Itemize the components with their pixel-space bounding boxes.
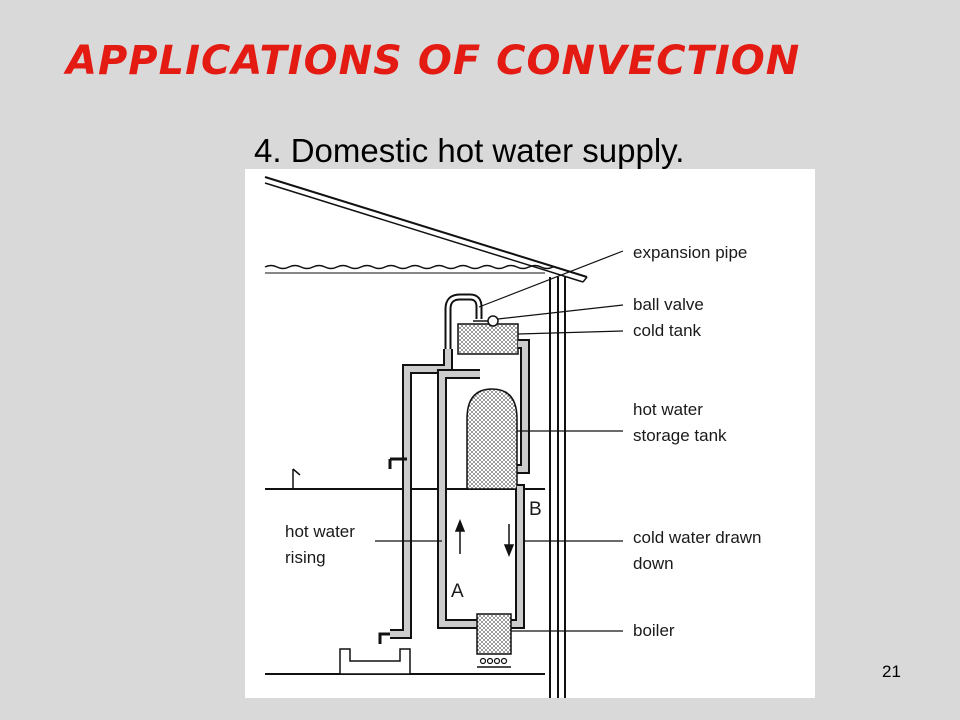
boiler-burner <box>479 657 508 665</box>
label-hot-water-rising-2: rising <box>285 548 326 567</box>
label-cold-water-drawn-down-2: down <box>633 554 674 573</box>
rising-arrow <box>454 518 466 554</box>
leader-lines <box>375 250 624 632</box>
bath <box>292 468 301 489</box>
cold-tank <box>457 323 519 355</box>
label-ball-valve: ball valve <box>633 295 704 314</box>
falling-arrow <box>503 524 515 558</box>
label-hot-water-rising-1: hot water <box>285 522 355 541</box>
slide-number: 21 <box>882 662 901 681</box>
pipe-label-a: A <box>451 581 464 602</box>
boiler <box>476 613 512 655</box>
upper-tap <box>388 457 407 469</box>
ball-valve <box>487 315 499 327</box>
label-hot-water-storage-tank-1: hot water <box>633 400 703 419</box>
lower-tap <box>378 632 390 644</box>
label-hot-water-storage-tank-2: storage tank <box>633 426 727 445</box>
label-cold-water-drawn-down-1: cold water drawn <box>633 528 762 547</box>
slide-subtitle: 4. Domestic hot water supply. <box>254 132 685 169</box>
ceiling-line <box>264 264 554 270</box>
roof <box>264 176 588 283</box>
pipe-label-b: B <box>529 499 542 520</box>
label-expansion-pipe: expansion pipe <box>633 243 747 262</box>
diagram-drawing: A B expansion pipe ball valve cold tank … <box>264 176 762 698</box>
slide-title: APPLICATIONS OF CONVECTION <box>66 38 801 84</box>
label-cold-tank: cold tank <box>633 321 702 340</box>
label-boiler: boiler <box>633 621 675 640</box>
hot-water-system-diagram: A B expansion pipe ball valve cold tank … <box>245 169 815 698</box>
hot-water-storage-tank <box>466 388 518 490</box>
sink <box>339 648 411 675</box>
house-wall <box>549 277 566 698</box>
